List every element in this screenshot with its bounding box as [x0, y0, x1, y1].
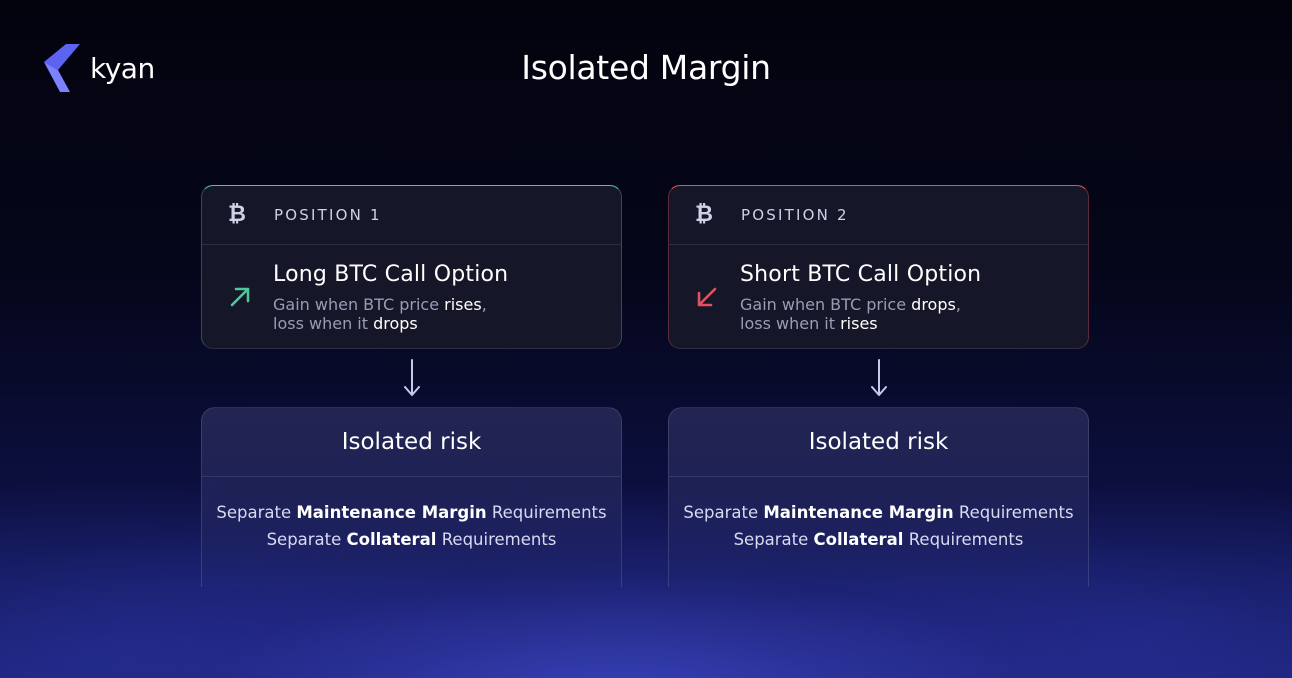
position-body: Short BTC Call Option Gain when BTC pric… — [669, 245, 1088, 348]
position-header: ₿ POSITION 1 — [202, 186, 621, 245]
risk-title: Isolated risk — [202, 408, 621, 477]
flow-arrow — [201, 349, 622, 407]
option-title: Long BTC Call Option — [273, 262, 509, 287]
position-card-long: ₿ POSITION 1 Long BTC Call Option Gain w… — [201, 185, 622, 349]
arrow-down-icon — [403, 359, 420, 396]
arrow-down-left-icon — [697, 287, 717, 307]
option-description: Gain when BTC price rises, loss when it … — [273, 295, 487, 333]
kyan-logo: kyan — [44, 44, 155, 92]
arrow-up-right-icon — [230, 287, 250, 307]
flow-arrow — [668, 349, 1089, 407]
arrow-down-icon — [870, 359, 887, 396]
position-label: POSITION 1 — [274, 206, 382, 224]
kyan-logo-icon — [44, 44, 80, 92]
isolated-risk-card: Isolated risk Separate Maintenance Margi… — [668, 407, 1089, 587]
position-body: Long BTC Call Option Gain when BTC price… — [202, 245, 621, 348]
position-column-1: ₿ POSITION 1 Long BTC Call Option Gain w… — [201, 185, 622, 587]
page-title: Isolated Margin — [521, 48, 771, 87]
position-card-short: ₿ POSITION 2 Short BTC Call Option Gain … — [668, 185, 1089, 349]
isolated-risk-card: Isolated risk Separate Maintenance Margi… — [201, 407, 622, 587]
risk-requirements: Separate Maintenance Margin Requirements… — [669, 477, 1088, 553]
bitcoin-icon: ₿ — [695, 202, 713, 227]
risk-title: Isolated risk — [669, 408, 1088, 477]
option-description: Gain when BTC price drops, loss when it … — [740, 295, 961, 333]
position-column-2: ₿ POSITION 2 Short BTC Call Option Gain … — [668, 185, 1089, 587]
requirement-collateral: Separate Collateral Requirements — [733, 530, 1024, 549]
option-title: Short BTC Call Option — [740, 262, 982, 287]
requirement-maintenance-margin: Separate Maintenance Margin Requirements — [216, 503, 607, 522]
position-header: ₿ POSITION 2 — [669, 186, 1088, 245]
requirement-collateral: Separate Collateral Requirements — [266, 530, 557, 549]
brand-name: kyan — [90, 51, 155, 85]
risk-requirements: Separate Maintenance Margin Requirements… — [202, 477, 621, 553]
position-label: POSITION 2 — [741, 206, 849, 224]
bitcoin-icon: ₿ — [228, 202, 246, 227]
requirement-maintenance-margin: Separate Maintenance Margin Requirements — [683, 503, 1074, 522]
